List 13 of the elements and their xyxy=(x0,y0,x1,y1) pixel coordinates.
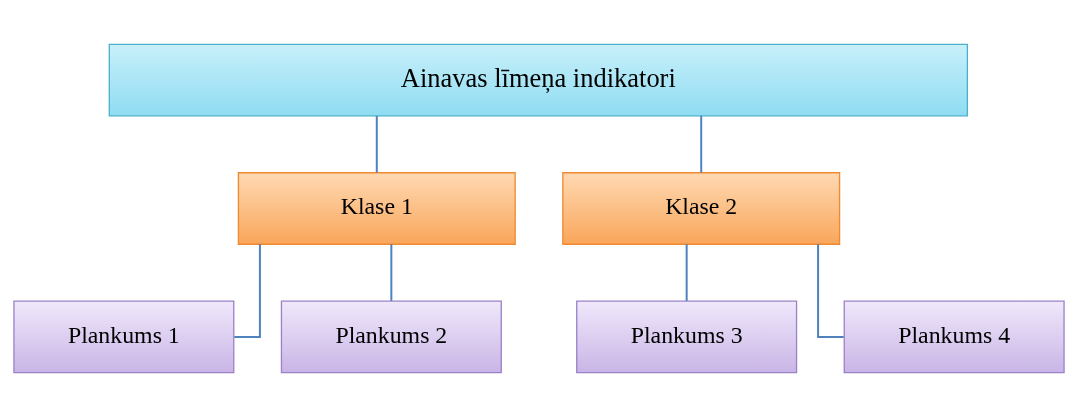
node-box: Plankums 2 xyxy=(280,300,502,374)
connector xyxy=(685,243,688,302)
connector xyxy=(700,114,703,174)
connector xyxy=(817,243,845,338)
connector xyxy=(390,243,393,302)
node-box: Ainavas līmeņa indikatori xyxy=(108,43,969,117)
connector xyxy=(375,114,378,174)
node-box: Klase 1 xyxy=(237,172,516,245)
node-box: Plankums 1 xyxy=(13,300,235,374)
connector xyxy=(233,243,261,338)
node-box: Plankums 4 xyxy=(843,300,1065,374)
node-box: Klase 2 xyxy=(562,172,841,245)
node-box: Plankums 3 xyxy=(576,300,798,374)
